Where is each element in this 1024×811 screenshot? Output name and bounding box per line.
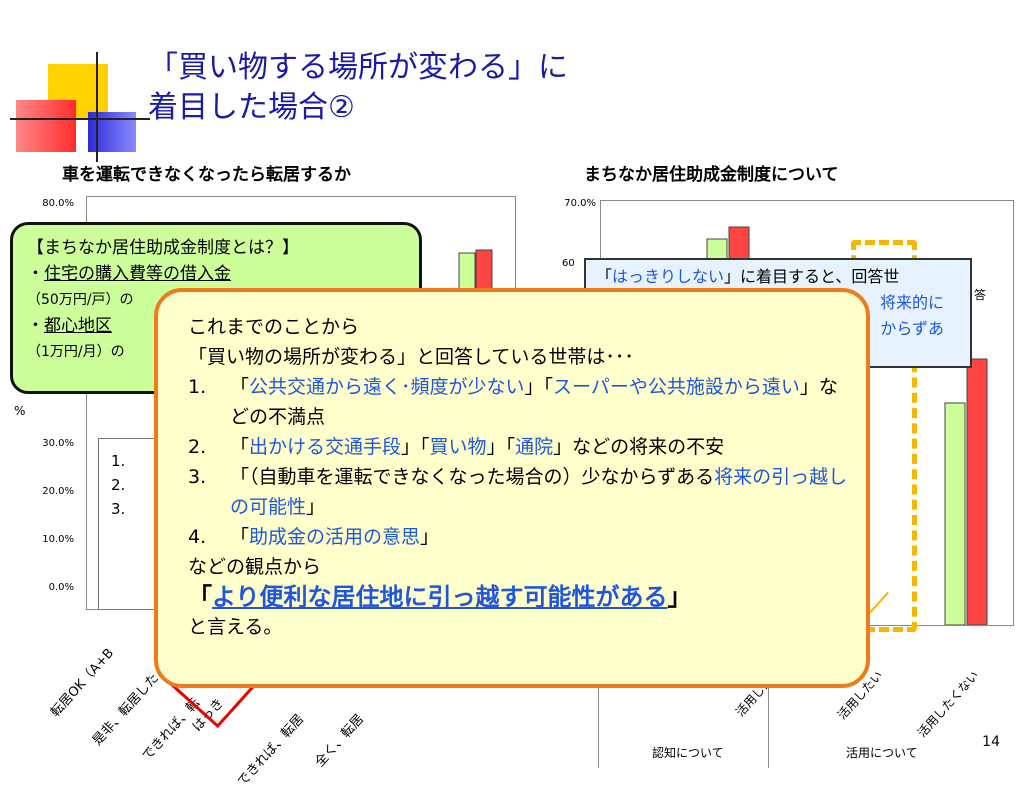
bullet: ・ xyxy=(27,316,44,336)
right-y-tick-60: 60 xyxy=(562,258,575,269)
summary-item-4: 4. 「助成金の活用の意思」 xyxy=(188,522,848,552)
slide-number: 14 xyxy=(982,734,1000,750)
text: 」 xyxy=(420,526,440,548)
text: 」「 xyxy=(401,436,430,458)
text: 「 xyxy=(230,376,250,398)
left-category-5: できれば、転居 xyxy=(235,711,308,790)
quote-close: 」 xyxy=(667,583,692,611)
item-number: 2. xyxy=(188,436,207,458)
item-text: 「助成金の活用の意思」 xyxy=(230,522,439,552)
green-callout-item-1-text: 住宅の購入費等の借入金 xyxy=(44,264,231,284)
slide-title-line2: 着目した場合② xyxy=(148,90,355,125)
blue-callout-rest: 」に着目すると、回答世 xyxy=(724,267,900,286)
highlight-text: 将来の引っ越しの可能性 xyxy=(230,466,848,518)
highlight-text: 通院 xyxy=(515,436,554,458)
white-list-item-3: 3. xyxy=(111,500,126,518)
green-callout-item-1-amount: （50万円/戸）の xyxy=(27,292,134,308)
green-callout-heading: 【まちなか居住助成金制度とは？】 xyxy=(27,238,299,258)
quote-open: 「 xyxy=(596,267,613,286)
right-chart-title: まちなか居住助成金制度について xyxy=(584,165,839,185)
green-callout-item-1: ・住宅の購入費等の借入金 xyxy=(27,261,405,287)
right-group-label-1: 認知について xyxy=(652,746,724,760)
text: 」などの不満点 xyxy=(230,376,838,428)
green-callout-item-2-amount: （1万円/月）の xyxy=(27,344,125,360)
left-y-tick-20: 20.0% xyxy=(42,486,74,497)
summary-item-2: 2. 「出かける交通手段」「買い物」「通院」などの将来の不安 xyxy=(188,432,848,462)
summary-item-3: 3. 「（自動車を運転できなくなった場合の）少なからずある将来の引っ越しの可能性… xyxy=(188,462,848,522)
summary-conclusion: 「より便利な居住地に引っ越す可能性がある」 xyxy=(188,582,848,612)
white-list-item-2: 2. xyxy=(111,476,126,494)
blue-callout-line2: 将来的に xyxy=(879,293,944,312)
logo-horizontal-line xyxy=(10,118,150,120)
left-y-unit: % xyxy=(14,404,26,418)
left-chart-title: 車を運転できなくなったら転居するか xyxy=(62,165,351,185)
summary-line2: 「買い物の場所が変わる」と回答している世帯は･･･ xyxy=(188,346,634,368)
highlight-text: 買い物 xyxy=(429,436,487,458)
green-callout-item-2-text: 都心地区 xyxy=(44,316,112,336)
logo-vertical-line xyxy=(96,52,98,162)
highlight-text: 助成金の活用の意思 xyxy=(249,526,421,548)
item-number: 3. xyxy=(188,466,207,488)
right-partial-label: 答 xyxy=(974,288,987,302)
text: 」「 xyxy=(524,376,554,398)
text: 」「 xyxy=(486,436,516,458)
highlight-text: スーパーや公共施設から遠い xyxy=(553,376,800,398)
right-category-3: 活用したくない xyxy=(914,668,982,740)
right-bar-red-3 xyxy=(966,358,988,626)
left-y-tick-80: 80.0% xyxy=(42,198,74,209)
summary-box: これまでのことから 「買い物の場所が変わる」と回答している世帯は･･･ 1. 「… xyxy=(154,288,870,688)
text: 「（自動車を運転できなくなった場合の）少なからずある xyxy=(230,466,715,488)
summary-list: 1. 「公共交通から遠く･頻度が少ない」「スーパーや公共施設から遠い」などの不満… xyxy=(188,372,848,552)
item-number: 4. xyxy=(188,526,207,548)
logo-red-square xyxy=(16,100,76,152)
highlight-text: 出かける交通手段 xyxy=(249,436,402,458)
quote-open: 「 xyxy=(188,583,212,611)
summary-item-1: 1. 「公共交通から遠く･頻度が少ない」「スーパーや公共施設から遠い」などの不満… xyxy=(188,372,848,432)
summary-conclusion-text: より便利な居住地に引っ越す可能性がある xyxy=(212,583,668,611)
summary-last-line: と言える。 xyxy=(188,616,283,638)
item-text: 「（自動車を運転できなくなった場合の）少なからずある将来の引っ越しの可能性」 xyxy=(230,462,848,522)
right-group-label-2: 活用について xyxy=(846,746,918,760)
right-y-tick-70: 70.0% xyxy=(564,198,596,209)
blue-callout-line1: 「はっきりしない」に着目すると、回答世 xyxy=(596,264,960,290)
slide-title-line1: 「買い物する場所が変わる」に xyxy=(148,50,568,85)
slide-title: 「買い物する場所が変わる」に 着目した場合② xyxy=(148,48,568,128)
white-list-item-1: 1. xyxy=(111,452,126,470)
left-y-tick-30: 30.0% xyxy=(42,438,74,449)
green-callout-item-2: ・都心地区 xyxy=(27,313,405,339)
text: 「 xyxy=(230,526,250,548)
right-axis-divider-2 xyxy=(768,640,769,768)
summary-line-after: などの観点から xyxy=(188,556,322,578)
highlight-text: 公共交通から遠く･頻度が少ない xyxy=(249,376,525,398)
item-number: 1. xyxy=(188,376,207,398)
text: 「 xyxy=(230,436,250,458)
bullet: ・ xyxy=(27,264,44,284)
right-bar-green-3 xyxy=(944,402,966,626)
summary-line1: これまでのことから xyxy=(188,316,360,338)
left-y-tick-0: 0.0% xyxy=(48,582,74,593)
item-text: 「公共交通から遠く･頻度が少ない」「スーパーや公共施設から遠い」などの不満点 xyxy=(230,372,848,432)
blue-callout-line3: からずあ xyxy=(880,319,944,338)
text: 」 xyxy=(306,496,326,518)
blue-callout-highlight: はっきりしない xyxy=(612,267,725,286)
left-y-tick-10: 10.0% xyxy=(42,534,74,545)
right-axis-divider-1 xyxy=(598,640,599,768)
text: 」などの将来の不安 xyxy=(553,436,725,458)
item-text: 「出かける交通手段」「買い物」「通院」などの将来の不安 xyxy=(230,432,724,462)
